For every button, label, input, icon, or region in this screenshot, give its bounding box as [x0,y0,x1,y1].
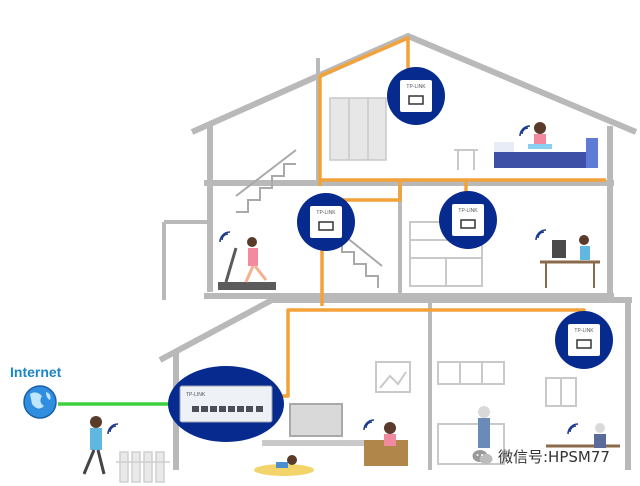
person-laptop-bed [528,122,552,149]
cable-stairs [322,182,402,202]
picture-frame [375,361,411,393]
switch-badge: TP-LINK [168,366,284,442]
watermark-text: 微信号:HPSM77 [498,448,610,466]
garden-fence [116,451,170,483]
ap-badge-kitchen: TP-LINK [555,311,613,369]
wifi-icon-dining [567,423,579,435]
ap-badge-attic: TP-LINK [387,67,445,125]
wifi-icon-livingroom [363,419,375,431]
kitchen-person [478,406,490,448]
ap-badge-study: TP-LINK [439,191,497,249]
roof-outline [190,32,638,135]
wifi-icon-study [535,229,547,241]
kitchen-cabinets [437,361,505,465]
child-on-rug [254,455,314,476]
armchair-person [364,422,408,466]
wechat-watermark: 微信号:HPSM77 [472,446,610,467]
cable-attic [318,36,410,186]
internet-label: Internet [10,364,62,380]
wifi-icons [107,125,579,435]
wechat-icon [472,449,493,464]
attic-wardrobe [329,97,387,161]
attic-bed [494,138,598,168]
cable-ground [282,308,586,398]
attic-side-table [454,149,478,170]
study-desk [540,235,600,288]
ap-brand-label: TP-LINK [406,84,426,90]
walking-person [82,416,106,475]
wifi-icon-attic [519,125,531,137]
ap-badge-stairs: TP-LINK [297,193,355,251]
globe-icon [23,385,57,419]
dining-elder [546,423,620,448]
treadmill [218,237,276,290]
wifi-icon-outdoor [107,423,119,435]
wifi-icon-treadmill [219,231,231,243]
ap-brand-label: TP-LINK [574,328,594,334]
window [545,377,577,407]
switch-ports [192,406,263,412]
ap-brand-label: TP-LINK [316,210,336,216]
ap-brand-label: TP-LINK [458,208,478,214]
lower-roof-slope [158,297,274,363]
switch-brand-label: TP-LINK [186,392,206,398]
tv-stand [262,403,366,446]
